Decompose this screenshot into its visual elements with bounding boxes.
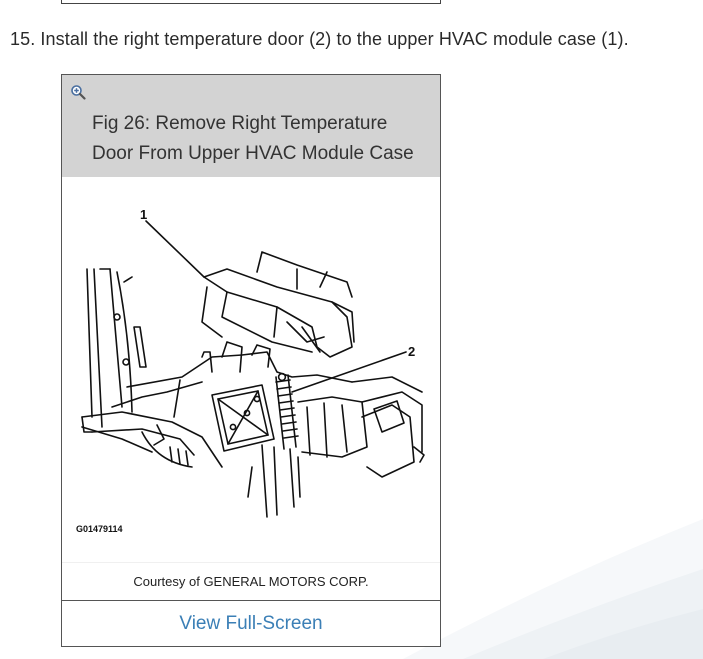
figure-image[interactable]: 1 2 G01479114 <box>62 177 440 562</box>
image-code: G01479114 <box>76 524 123 534</box>
view-full-screen-link[interactable]: View Full-Screen <box>179 613 323 634</box>
step-instruction: 15. Install the right temperature door (… <box>10 29 629 49</box>
figure-title: Fig 26: Remove Right Temperature Door Fr… <box>92 113 414 164</box>
figure-footer: View Full-Screen <box>62 600 440 647</box>
previous-figure-box-edge <box>61 0 441 4</box>
figure-caption: Courtesy of GENERAL MOTORS CORP. <box>62 562 440 601</box>
callout-2: 2 <box>408 344 415 359</box>
callout-1: 1 <box>140 207 147 222</box>
figure-header: Fig 26: Remove Right Temperature Door Fr… <box>62 75 440 177</box>
hvac-line-drawing: 1 2 G01479114 <box>76 207 425 534</box>
background-wave <box>403 519 703 659</box>
figure-card: Fig 26: Remove Right Temperature Door Fr… <box>61 74 441 647</box>
zoom-in-icon[interactable] <box>70 84 86 100</box>
